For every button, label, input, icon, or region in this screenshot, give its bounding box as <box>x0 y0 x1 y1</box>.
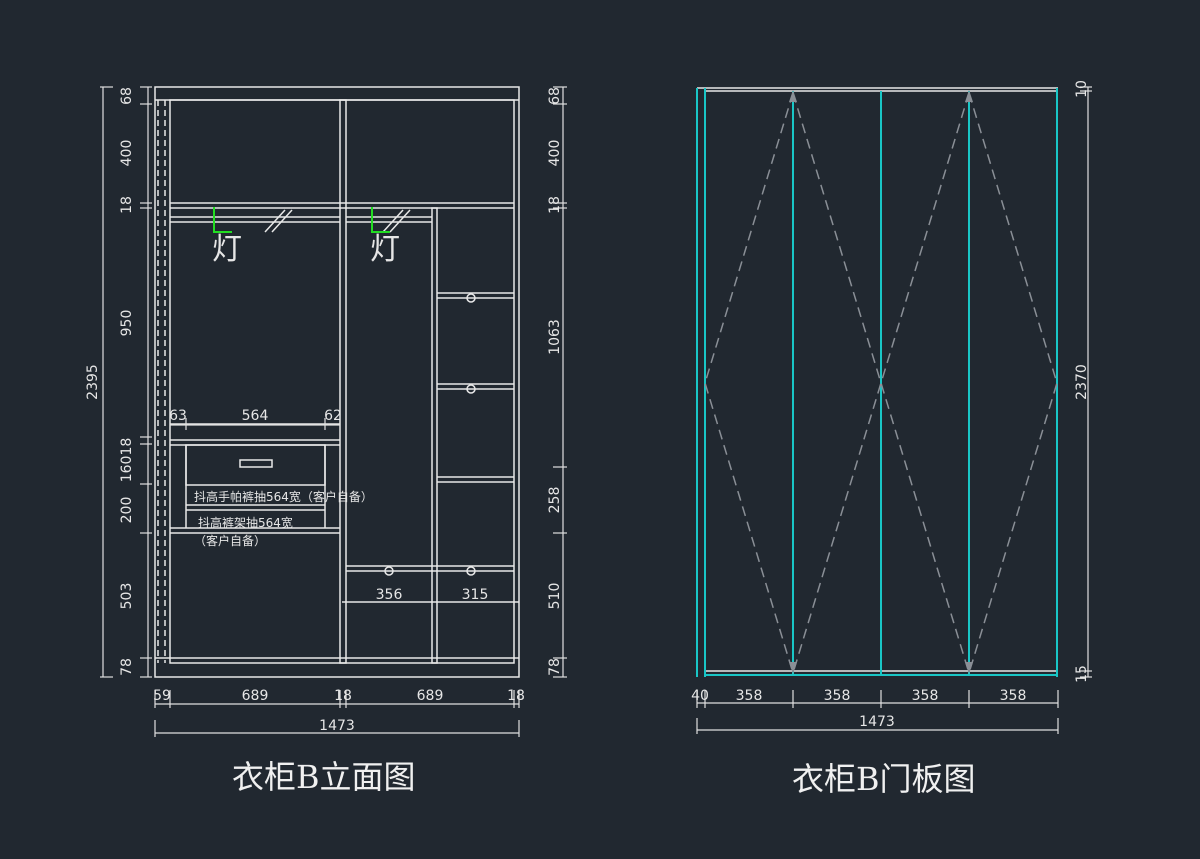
elev-total-width: 1473 <box>319 718 355 734</box>
shelf-pin <box>466 566 476 576</box>
light-slash-2 <box>271 209 293 233</box>
elev-left-dim: 950 <box>119 310 135 337</box>
lower-dim: 356 <box>376 587 403 603</box>
center-divider <box>339 99 347 664</box>
door-bottom-dim-label: 358 <box>736 688 763 704</box>
drawer-dim: 62 <box>324 408 342 424</box>
shelf-pin <box>384 566 394 576</box>
light-slash-3 <box>382 209 404 233</box>
shelf-pin <box>466 384 476 394</box>
elevation-dim-labels: 2395 68 400 18 950 16018 200 503 78 68 4… <box>85 87 563 734</box>
elev-left-dim: 68 <box>119 87 135 105</box>
elev-left-dim: 400 <box>119 140 135 167</box>
drawer-dim: 63 <box>169 408 187 424</box>
door-top-dim: 10 <box>1074 80 1090 98</box>
elev-right-dim: 68 <box>547 87 563 105</box>
drawer-dim: 564 <box>242 408 269 424</box>
elev-bottom-dim: 59 <box>153 688 171 704</box>
elev-right-dim: 78 <box>547 658 563 676</box>
door-total-height: 2370 <box>1074 364 1090 400</box>
elev-bottom-dim: 689 <box>242 688 269 704</box>
light-markers <box>213 207 390 233</box>
outer-frame <box>154 86 520 678</box>
door-dimension-lines <box>696 86 1092 734</box>
light-marker-icon <box>371 207 390 233</box>
elevation-dimension-lines <box>100 86 567 737</box>
door-panel-drawing: 10 2370 15 40 358 358 358 358 1473 <box>691 80 1092 734</box>
door-dim-labels: 10 2370 15 40 358 358 358 358 1473 <box>691 80 1090 730</box>
elev-right-dim: 510 <box>547 583 563 610</box>
shelf-pin <box>466 293 476 303</box>
hinge-arrows <box>789 90 973 674</box>
elev-bottom-dim: 18 <box>507 688 525 704</box>
door-bottom-dim-label: 358 <box>824 688 851 704</box>
drawer-handle <box>239 459 273 468</box>
elev-bottom-dim: 689 <box>417 688 444 704</box>
door-bottom-dim-label: 40 <box>691 688 709 704</box>
door-title: 衣柜B门板图 <box>792 760 976 798</box>
elev-bottom-dim: 18 <box>334 688 352 704</box>
elev-right-dim: 400 <box>547 140 563 167</box>
elev-right-dim: 258 <box>547 487 563 514</box>
right-column-divider <box>431 207 438 664</box>
wardrobe-elevation <box>154 86 520 678</box>
elev-left-dim: 16018 <box>119 438 135 483</box>
door-bottom-dim-label: 358 <box>1000 688 1027 704</box>
elevation-title: 衣柜B立面图 <box>232 758 416 796</box>
elev-left-dim: 78 <box>119 658 135 676</box>
elev-right-dim: 18 <box>547 196 563 214</box>
elev-total-height: 2395 <box>85 364 101 400</box>
drawer-note: （客户自备） <box>194 533 266 548</box>
light-slash-4 <box>389 209 411 233</box>
drawer-note: 抖高手帕裤抽564宽（客户自备） <box>194 489 373 504</box>
elev-left-dim: 200 <box>119 497 135 524</box>
light-slash-1 <box>264 209 286 233</box>
light-label: 灯 <box>370 232 400 267</box>
door-panels <box>696 88 1058 677</box>
elev-left-dim: 503 <box>119 583 135 610</box>
door-bottom-dim: 15 <box>1074 665 1090 683</box>
elev-right-dim: 1063 <box>547 319 563 355</box>
light-label: 灯 <box>212 232 242 267</box>
elevation-annotations: 灯 灯 抖高手帕裤抽564宽（客户自备） 抖高裤架抽564宽 （客户自备） <box>194 232 400 548</box>
drawer-note: 抖高裤架抽564宽 <box>198 515 293 530</box>
door-total-width: 1473 <box>859 714 895 730</box>
light-marker-icon <box>213 207 232 233</box>
elev-left-dim: 18 <box>119 196 135 214</box>
hinge-lines <box>704 92 1058 674</box>
door-bottom-dim-label: 358 <box>912 688 939 704</box>
lower-dim: 315 <box>462 587 489 603</box>
